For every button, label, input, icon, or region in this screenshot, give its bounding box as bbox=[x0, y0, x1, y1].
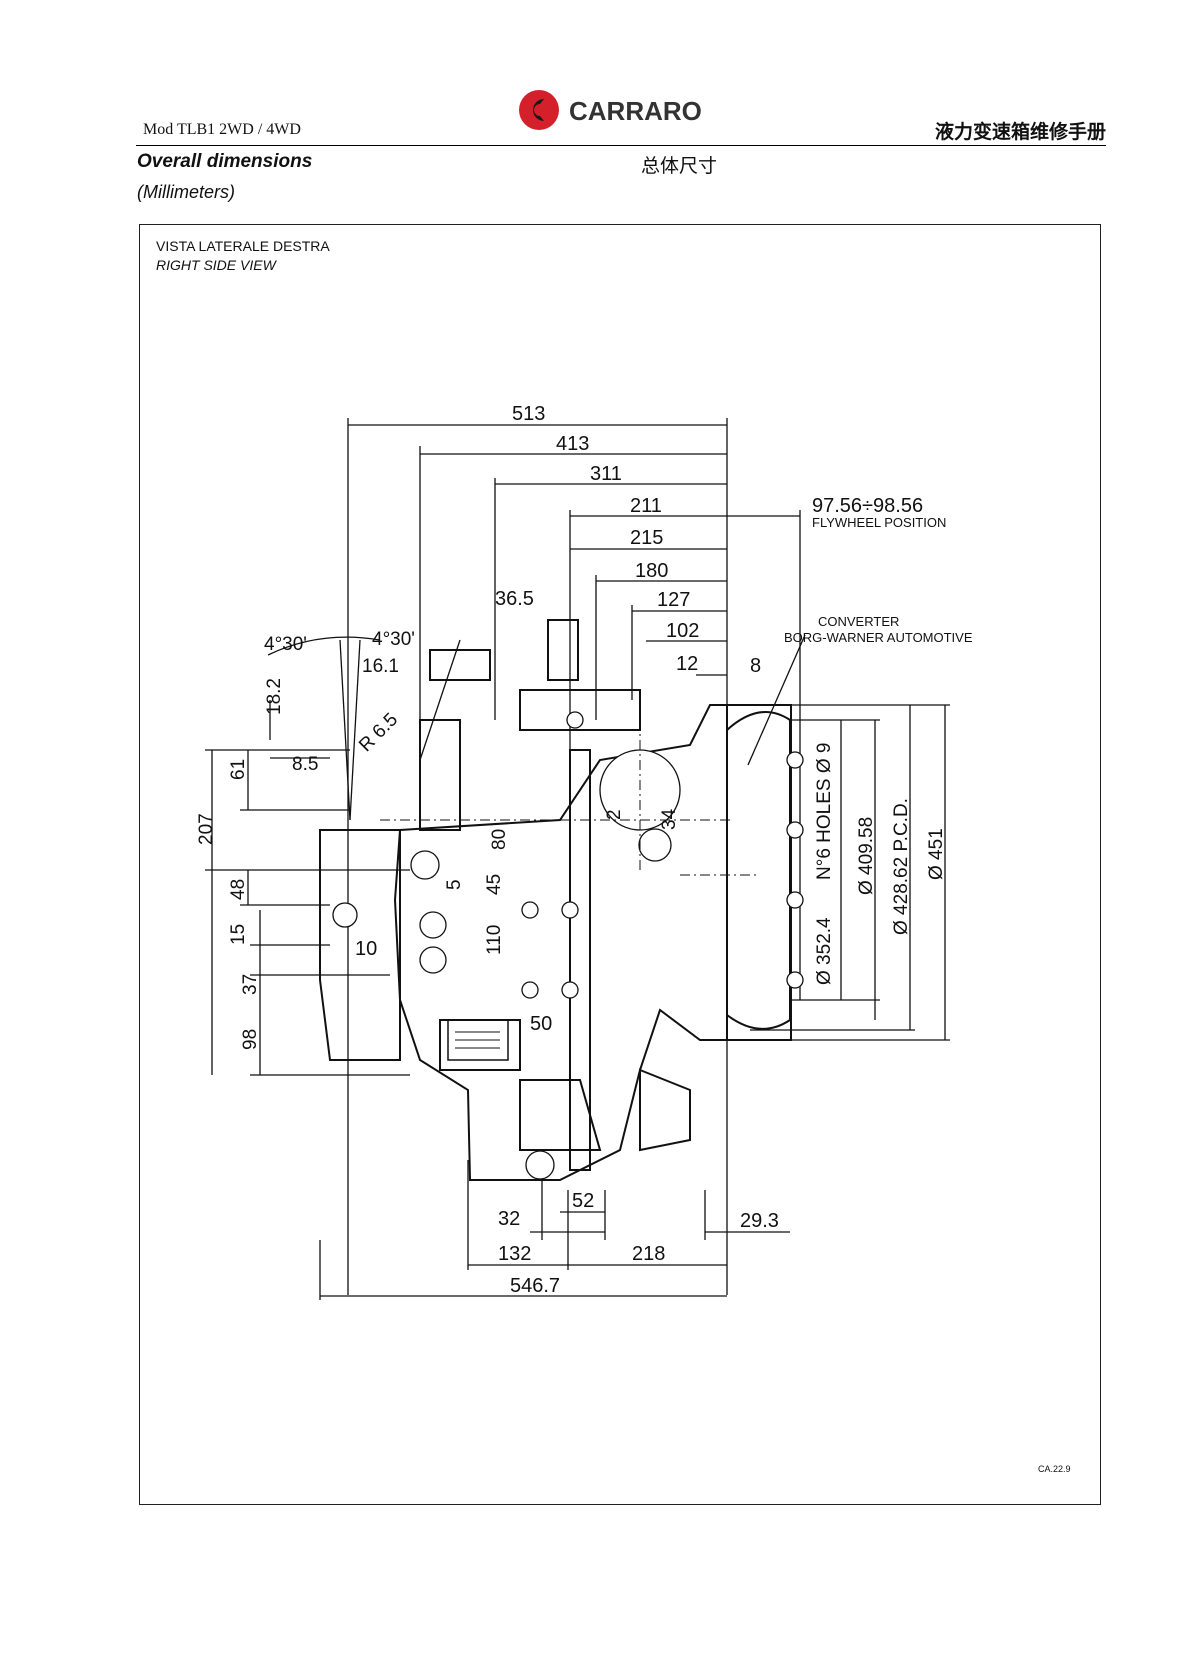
transmission-outline bbox=[319, 619, 792, 1181]
dim-215: 215 bbox=[630, 527, 663, 549]
manual-title: 液力变速箱维修手册 bbox=[934, 121, 1106, 143]
header-divider bbox=[136, 145, 1106, 146]
dim-80: 80 bbox=[489, 829, 510, 850]
dim-546-7: 546.7 bbox=[510, 1275, 560, 1297]
section-title: Overall dimensions bbox=[137, 151, 313, 172]
dim-37: 37 bbox=[240, 974, 261, 995]
dim-10: 10 bbox=[355, 938, 377, 960]
dim-r6-5: R 6.5 bbox=[355, 709, 402, 756]
dim-29-3: 29.3 bbox=[740, 1210, 779, 1232]
angle-left: 4°30' bbox=[264, 634, 307, 655]
dim-15: 15 bbox=[228, 924, 249, 945]
dim-50: 50 bbox=[530, 1013, 552, 1035]
dim-52: 52 bbox=[572, 1190, 594, 1212]
nameplate bbox=[447, 1019, 509, 1061]
dim-428: Ø 428.62 P.C.D. bbox=[891, 798, 912, 935]
dim-132: 132 bbox=[498, 1243, 531, 1265]
dim-207: 207 bbox=[196, 813, 217, 845]
carraro-logo: CARRARO bbox=[517, 88, 707, 132]
logo-wordmark: CARRARO bbox=[569, 96, 702, 126]
dim-98: 98 bbox=[240, 1029, 261, 1050]
dim-flywheel: 97.56÷98.56 bbox=[812, 495, 923, 517]
dim-61: 61 bbox=[228, 759, 249, 780]
units-label: (Millimeters) bbox=[137, 182, 235, 202]
flywheel-note: FLYWHEEL POSITION bbox=[812, 515, 946, 530]
dim-16: 16.1 bbox=[362, 656, 399, 677]
drawing-circles bbox=[332, 711, 804, 1180]
logo-circle bbox=[519, 90, 559, 130]
converter-note: BORG-WARNER AUTOMOTIVE bbox=[784, 630, 973, 645]
dim-311: 311 bbox=[590, 463, 622, 485]
dim-36-5: 36.5 bbox=[495, 588, 534, 610]
dim-18-2: 18.2 bbox=[264, 678, 285, 715]
dim-8: 8 bbox=[750, 655, 761, 677]
dim-2: 2 bbox=[604, 809, 625, 820]
dim-218: 218 bbox=[632, 1243, 665, 1265]
dim-409: Ø 409.58 bbox=[856, 817, 877, 895]
converter-label: CONVERTER bbox=[818, 614, 899, 629]
dim-413: 413 bbox=[556, 433, 589, 455]
holes-note: N°6 HOLES Ø 9 bbox=[814, 743, 835, 880]
section-title-cn: 总体尺寸 bbox=[641, 155, 718, 177]
dim-110: 110 bbox=[484, 925, 505, 955]
dim-48: 48 bbox=[228, 879, 249, 900]
dim-5: 5 bbox=[444, 879, 465, 890]
dim-32: 32 bbox=[498, 1208, 520, 1230]
dim-45: 45 bbox=[484, 874, 505, 895]
dim-8-5: 8.5 bbox=[292, 754, 318, 775]
dim-102: 102 bbox=[666, 620, 699, 642]
view-label-it: VISTA LATERALE DESTRA bbox=[156, 238, 330, 254]
dim-451: Ø 451 bbox=[926, 828, 947, 880]
dim-513: 513 bbox=[512, 403, 545, 425]
dim-34: 34 bbox=[659, 808, 680, 830]
dimension-lines bbox=[205, 418, 950, 1300]
dim-180: 180 bbox=[635, 560, 668, 582]
center-lines bbox=[380, 720, 760, 876]
angle-right: 4°30' bbox=[372, 629, 415, 650]
figure-frame bbox=[139, 224, 1101, 1505]
dim-352: Ø 352.4 bbox=[814, 917, 835, 985]
drawing-code: CA.22.9 bbox=[1038, 1464, 1071, 1474]
view-label-en: RIGHT SIDE VIEW bbox=[156, 257, 276, 273]
dim-12: 12 bbox=[676, 653, 698, 675]
model-label: Mod TLB1 2WD / 4WD bbox=[143, 121, 301, 138]
dim-127: 127 bbox=[657, 589, 690, 611]
dim-211: 211 bbox=[630, 495, 662, 517]
